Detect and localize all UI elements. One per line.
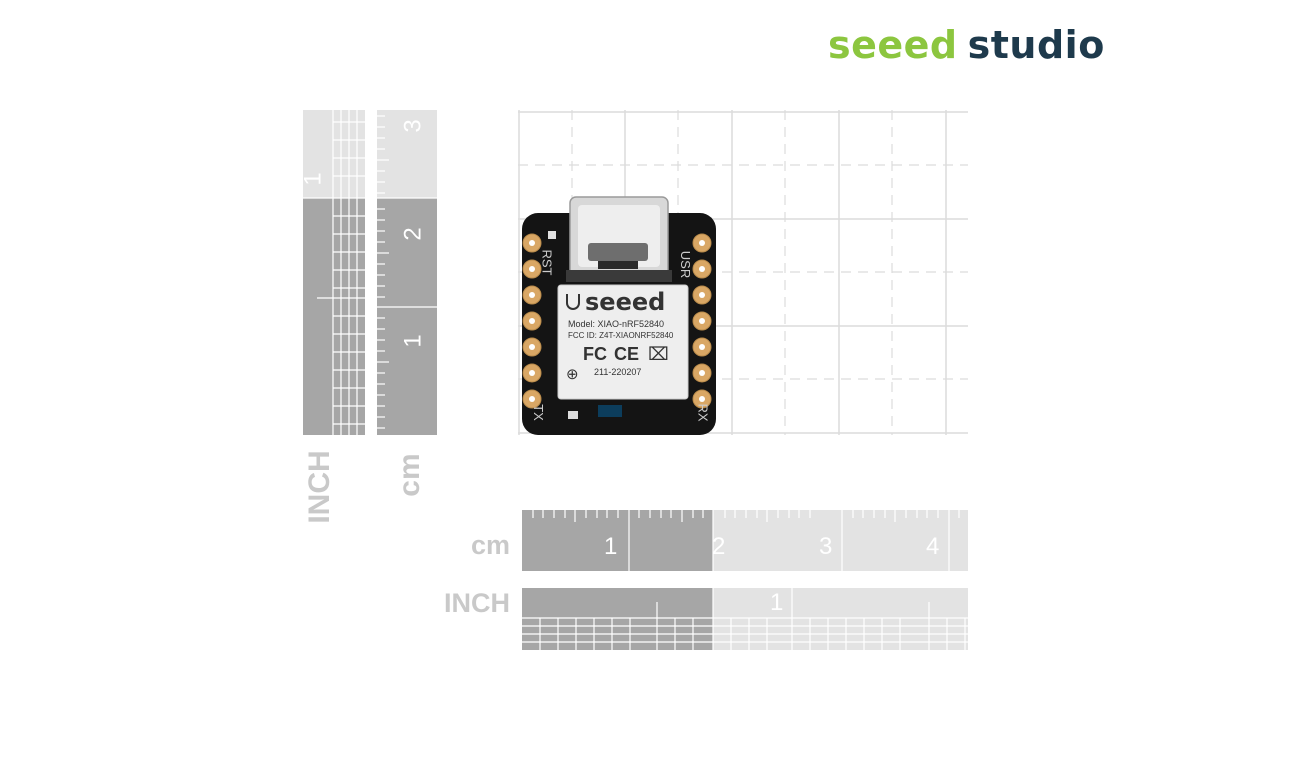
vertical-cm-number-1: 1 <box>399 334 427 348</box>
logo-word-seeed: seeed <box>828 23 958 67</box>
horizontal-inch-ruler <box>522 588 968 650</box>
horizontal-cm-number-2: 2 <box>712 533 726 560</box>
giteki-icon: ⊕ <box>566 366 579 383</box>
horizontal-inch-number-1: 1 <box>770 589 784 616</box>
vertical-cm-unit-label: cm <box>393 453 426 497</box>
horizontal-cm-number-1: 1 <box>604 533 618 560</box>
vertical-inch-unit-label: INCH <box>303 450 336 524</box>
weee-icon: ⌧ <box>648 344 669 364</box>
silk-usr: USR <box>678 250 694 279</box>
vertical-inch-number-1: 1 <box>299 172 327 186</box>
silk-rst: RST <box>539 249 555 276</box>
silk-rx: RX <box>695 403 711 422</box>
vertical-inch-ruler <box>303 110 365 435</box>
horizontal-cm-ruler <box>522 510 968 571</box>
horizontal-inch-unit-label: INCH <box>444 588 510 618</box>
vertical-cm-ruler <box>377 110 437 435</box>
horizontal-cm-number-4: 4 <box>926 533 940 560</box>
horizontal-cm-number-3: 3 <box>819 533 833 560</box>
module-cert: 211-220207 <box>594 367 642 377</box>
ce-mark: CE <box>614 344 640 364</box>
fc-mark: FC <box>583 344 607 364</box>
xiao-nrf52840-board <box>522 196 716 435</box>
module-model: Model: XIAO-nRF52840 <box>568 319 665 329</box>
module-brand: seeed <box>585 288 666 316</box>
vertical-cm-number-2: 2 <box>399 227 427 241</box>
silk-tx: TX <box>530 404 546 421</box>
horizontal-cm-unit-label: cm <box>470 530 510 560</box>
module-logo-icon <box>566 294 580 310</box>
module-fcc: FCC ID: Z4T-XIAONRF52840 <box>568 331 674 340</box>
vertical-cm-number-3: 3 <box>399 119 427 133</box>
logo-word-studio: studio <box>967 23 1105 67</box>
